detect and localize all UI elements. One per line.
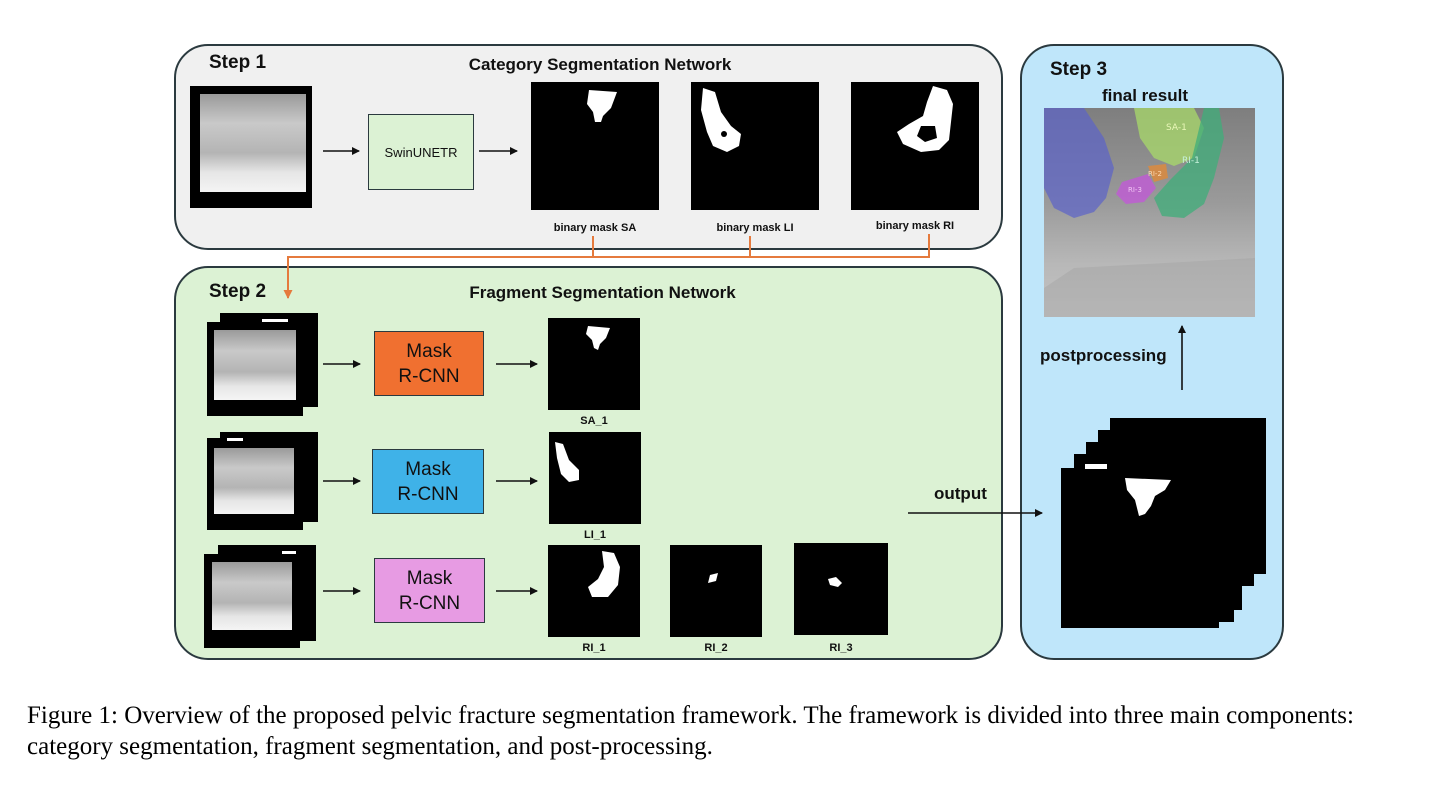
fragment-label-li1: LI_1 bbox=[583, 529, 606, 541]
overlay-label-sa1: SA-1 bbox=[1166, 123, 1187, 133]
binary-mask-li-image bbox=[691, 82, 819, 210]
binary-mask-sa-label: binary mask SA bbox=[553, 222, 637, 234]
input-xray-image bbox=[190, 86, 312, 208]
fragment-label-ri3: RI_3 bbox=[829, 642, 853, 654]
fragment-input-xray-image bbox=[204, 554, 300, 648]
binary-mask-li-label: binary mask LI bbox=[716, 222, 794, 234]
swinunetr-box: SwinUNETR bbox=[368, 114, 474, 190]
overlay-label-ri1: RI-1 bbox=[1182, 156, 1200, 166]
mask-rcnn-box-sa: Mask R-CNN bbox=[374, 331, 484, 396]
mask-rcnn-box-li: Mask R-CNN bbox=[372, 449, 484, 514]
binary-mask-sa-image bbox=[531, 82, 659, 210]
step1-title: Category Segmentation Network bbox=[468, 55, 732, 74]
fragment-input-xray-image bbox=[207, 438, 303, 530]
fragment-mask-ri3-image bbox=[794, 543, 888, 635]
step1-label: Step 1 bbox=[209, 52, 267, 73]
fragment-input-xray-image bbox=[207, 322, 303, 416]
step3-label: Step 3 bbox=[1050, 59, 1108, 80]
final-result-title: final result bbox=[1102, 86, 1188, 105]
fragment-mask-sa1-image bbox=[548, 318, 640, 410]
fragment-label-ri2: RI_2 bbox=[704, 642, 728, 654]
fragment-label-sa1: SA_1 bbox=[580, 415, 608, 427]
fragment-mask-li1-image bbox=[549, 432, 641, 524]
binary-mask-ri-label: binary mask RI bbox=[875, 220, 955, 232]
output-label: output bbox=[934, 484, 987, 503]
step2-label: Step 2 bbox=[209, 281, 267, 302]
overlay-label-ri3: RI-3 bbox=[1128, 186, 1142, 194]
fragment-mask-ri2-image bbox=[670, 545, 762, 637]
fragment-label-ri1: RI_1 bbox=[582, 642, 606, 654]
postprocessing-label: postprocessing bbox=[1040, 346, 1167, 365]
overlay-label-ri2: RI-2 bbox=[1148, 170, 1162, 178]
output-mask-merged-image bbox=[1061, 464, 1219, 628]
step2-title: Fragment Segmentation Network bbox=[469, 283, 736, 302]
mask-rcnn-box-ri: Mask R-CNN bbox=[374, 558, 485, 623]
final-result-image: SA-1 RI-1 RI-2 RI-3 bbox=[1044, 108, 1255, 317]
fragment-mask-ri1-image bbox=[548, 545, 640, 637]
figure-caption: Figure 1: Overview of the proposed pelvi… bbox=[27, 702, 1354, 760]
binary-mask-ri-image bbox=[851, 82, 979, 210]
